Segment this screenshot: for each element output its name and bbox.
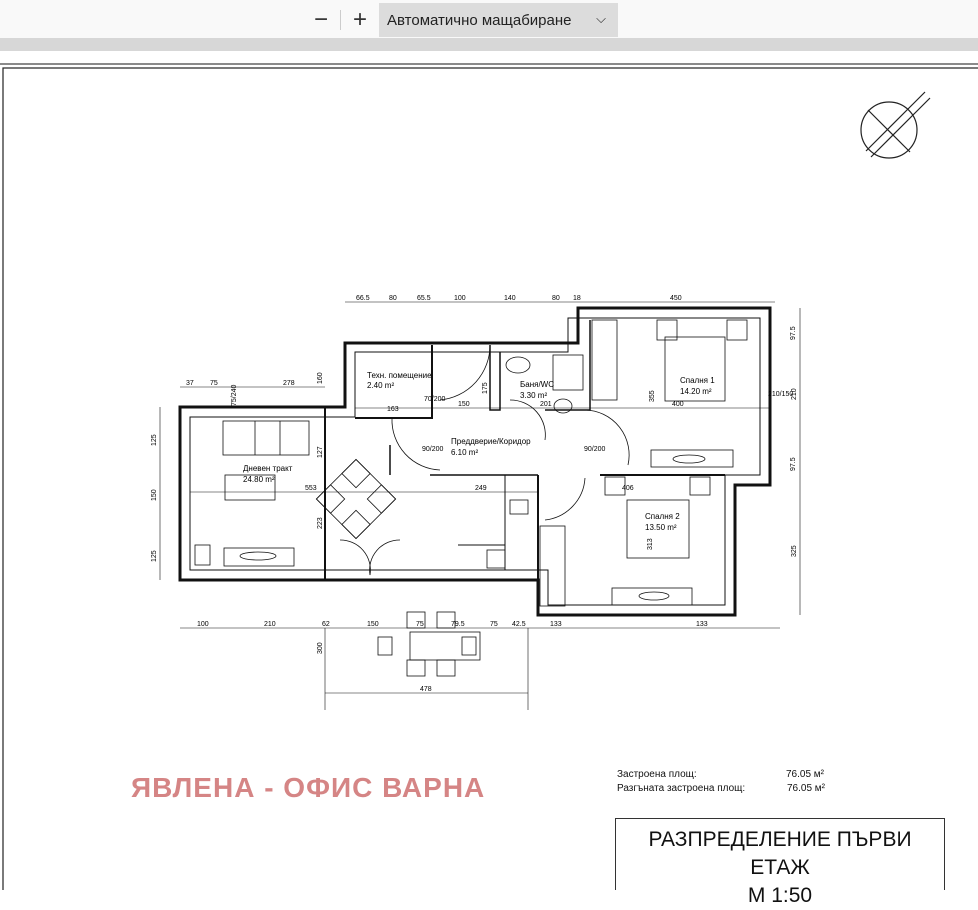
minus-icon: − xyxy=(313,6,328,33)
furniture xyxy=(194,319,748,677)
opening-label: 75/240 xyxy=(231,384,238,406)
walls xyxy=(178,306,772,617)
dim-label: 313 xyxy=(647,538,654,550)
dim-label: 300 xyxy=(317,642,324,654)
pdf-toolbar: − + Автоматично мащабиране ⌵ xyxy=(0,0,978,38)
dim-label: 42.5 xyxy=(512,621,526,628)
dim-label: 66.5 xyxy=(356,295,370,302)
drawing-scale: М 1:50 xyxy=(747,884,813,907)
dim-label: 125 xyxy=(151,434,158,446)
opening-label: 90/200 xyxy=(584,446,606,453)
sheet-border xyxy=(2,67,978,899)
dim-label: 150 xyxy=(367,621,379,628)
dim-label: 127 xyxy=(317,446,324,458)
page-edge xyxy=(0,63,978,65)
horizontal-scrollbar[interactable] xyxy=(0,38,978,51)
room-name: Техн. помещение xyxy=(367,371,432,380)
dim-label: 553 xyxy=(305,485,317,492)
dim-label: 325 xyxy=(791,545,798,557)
dim-label: 125 xyxy=(151,550,158,562)
dim-label: 406 xyxy=(622,485,634,492)
dim-label: 249 xyxy=(475,485,487,492)
dimension-labels: 66.5 80 65.5 100 140 80 18 450 37 75 278… xyxy=(151,295,798,693)
dimension-lines xyxy=(159,301,801,710)
dim-label: 175 xyxy=(482,382,489,394)
opening-label: 70/200 xyxy=(424,396,446,403)
built-area-value: 76.05 м² xyxy=(786,769,825,780)
dim-label: 478 xyxy=(420,686,432,693)
dim-label: 450 xyxy=(670,295,682,302)
plus-icon: + xyxy=(352,6,367,33)
gross-area-value: 76.05 м² xyxy=(787,783,826,794)
dim-label: 133 xyxy=(696,621,708,628)
gross-area-label: Разгъната застроена площ: xyxy=(617,783,746,794)
zoom-level-value: Автоматично мащабиране xyxy=(387,11,572,29)
floor-plan-drawing: 66.5 80 65.5 100 140 80 18 450 37 75 278… xyxy=(2,67,978,899)
drawing-title: РАЗПРЕДЕЛЕНИЕ ПЪРВИ ЕТАЖ xyxy=(648,828,912,879)
north-arrow-icon xyxy=(860,91,931,159)
room-area: 13.50 m² xyxy=(645,523,677,532)
room-name: Дневен тракт xyxy=(243,464,293,473)
opening-label: 90/200 xyxy=(422,446,444,453)
zoom-level-select[interactable]: Автоматично мащабиране ⌵ xyxy=(379,3,618,37)
dim-label: 37 xyxy=(186,380,194,387)
dim-label: 97.5 xyxy=(790,326,797,340)
drawing-title-block: РАЗПРЕДЕЛЕНИЕ ПЪРВИ ЕТАЖ М 1:50 xyxy=(615,818,945,907)
room-name: Спалня 1 xyxy=(680,376,715,385)
dim-label: 140 xyxy=(504,295,516,302)
room-name: Баня/WC xyxy=(520,380,554,389)
dim-label: 133 xyxy=(550,621,562,628)
dim-label: 223 xyxy=(317,517,324,529)
dim-label: 150 xyxy=(458,401,470,408)
dim-label: 18 xyxy=(573,295,581,302)
dim-label: 62 xyxy=(322,621,330,628)
dim-label: 210 xyxy=(791,388,798,400)
dim-label: 210 xyxy=(264,621,276,628)
toolbar-divider xyxy=(340,10,341,30)
dim-label: 79.5 xyxy=(451,621,465,628)
dim-label: 160 xyxy=(317,372,324,384)
room-labels: Техн. помещение 2.40 m² Баня/WC 3.30 m² … xyxy=(243,371,715,532)
zoom-in-button[interactable]: + xyxy=(345,6,375,34)
dim-label: 163 xyxy=(387,406,399,413)
opening-label: 210/150 xyxy=(768,391,793,398)
dim-label: 201 xyxy=(540,401,552,408)
dim-label: 75 xyxy=(210,380,218,387)
dim-label: 150 xyxy=(151,489,158,501)
room-area: 2.40 m² xyxy=(367,381,394,390)
room-name: Преддверие/Коридор xyxy=(451,437,531,446)
dim-label: 278 xyxy=(283,380,295,387)
room-area: 24.80 m² xyxy=(243,475,275,484)
room-area: 3.30 m² xyxy=(520,391,547,400)
room-area: 14.20 m² xyxy=(680,387,712,396)
dim-label: 75 xyxy=(416,621,424,628)
chevron-down-icon: ⌵ xyxy=(596,11,606,26)
dim-label: 97.5 xyxy=(790,457,797,471)
dim-label: 355 xyxy=(649,390,656,402)
zoom-out-button[interactable]: − xyxy=(306,6,336,34)
dim-label: 65.5 xyxy=(417,295,431,302)
dim-label: 100 xyxy=(454,295,466,302)
room-name: Спалня 2 xyxy=(645,512,680,521)
dim-label: 80 xyxy=(552,295,560,302)
pdf-page: 66.5 80 65.5 100 140 80 18 450 37 75 278… xyxy=(0,66,978,899)
dim-label: 80 xyxy=(389,295,397,302)
built-area-label: Застроена площ: xyxy=(617,769,697,780)
dim-label: 400 xyxy=(672,401,684,408)
room-area: 6.10 m² xyxy=(451,448,478,457)
dim-label: 75 xyxy=(490,621,498,628)
dim-label: 100 xyxy=(197,621,209,628)
watermark-text: ЯВЛЕНА - ОФИС ВАРНА xyxy=(131,772,486,803)
door-swings xyxy=(339,344,630,576)
